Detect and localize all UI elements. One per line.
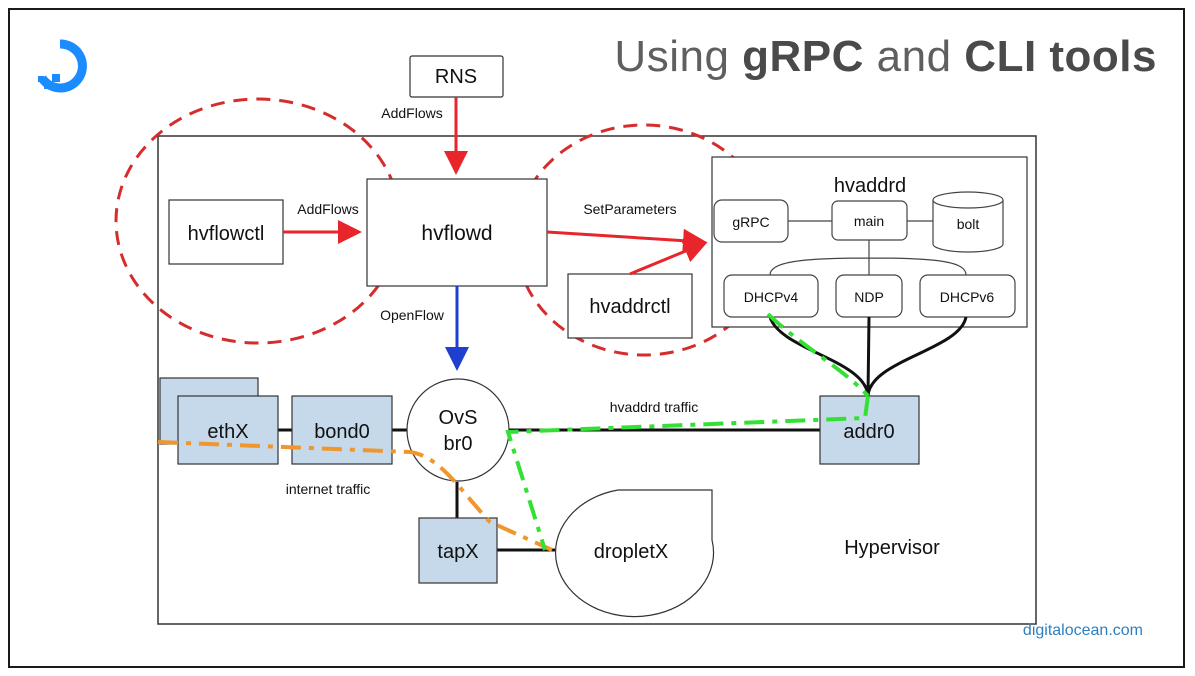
hvflowctl-label: hvflowctl — [188, 223, 265, 245]
hypervisor-label: Hypervisor — [844, 537, 940, 559]
hvaddrd-label: hvaddrd — [834, 175, 906, 197]
edge-label-addflows-left: AddFlows — [297, 201, 358, 217]
bolt-label: bolt — [957, 216, 980, 232]
dhcpv4-label: DHCPv4 — [744, 289, 799, 305]
addr0-box — [819, 395, 920, 465]
main-children-connector — [769, 240, 967, 276]
ovs-br0-node — [406, 378, 510, 482]
ovs-label-line1: OvS — [439, 407, 478, 429]
digitalocean-logo-icon — [38, 39, 87, 93]
hvflowd-box — [366, 178, 548, 287]
internet-traffic-path — [157, 440, 553, 552]
grpc-label: gRPC — [732, 214, 769, 230]
rns-label: RNS — [435, 66, 477, 88]
main-box — [831, 200, 908, 241]
edge-label-addflows-top: AddFlows — [381, 105, 442, 121]
arrow-hvaddrctl-to-grpc — [629, 239, 708, 276]
tapx-label: tapX — [437, 541, 478, 563]
edge-label-openflow: OpenFlow — [380, 307, 445, 323]
bond0-label: bond0 — [314, 421, 370, 443]
title-prefix: Using — [614, 32, 743, 81]
title-cli-tools: CLI tools — [964, 32, 1157, 81]
ovs-label-line2: br0 — [444, 433, 473, 455]
edge-label-setparameters: SetParameters — [583, 201, 676, 217]
bond0-box — [291, 395, 393, 465]
edge-label-internet-traffic: internet traffic — [286, 481, 371, 497]
hypervisor-box — [157, 135, 1037, 625]
bolt-database-icon — [932, 191, 1004, 253]
addr0-label: addr0 — [843, 421, 894, 443]
hvaddrctl-box — [567, 273, 693, 339]
dhcpv6-box — [919, 274, 1016, 318]
footer-url: digitalocean.com — [1022, 622, 1143, 639]
dhcpv6-label: DHCPv6 — [940, 289, 995, 305]
tapx-box — [418, 517, 498, 584]
hvaddrd-traffic-path — [505, 312, 870, 551]
dropletx-shape — [554, 489, 715, 618]
edge-label-hvaddrd-traffic: hvaddrd traffic — [610, 399, 698, 415]
hvaddrctl-label: hvaddrctl — [589, 296, 670, 318]
title-mid: and — [863, 32, 965, 81]
hvflowd-label: hvflowd — [421, 222, 492, 245]
arrow-hvflowd-to-grpc — [546, 228, 707, 253]
slide-title: Using gRPC and CLI tools — [614, 32, 1157, 82]
link-addr0-dhcp-services — [768, 316, 968, 397]
main-label: main — [854, 213, 884, 229]
ethx-label: ethX — [207, 421, 248, 443]
grpc-box — [713, 199, 789, 243]
hvflowctl-box — [168, 199, 284, 265]
ethx-box — [177, 395, 279, 465]
title-grpc: gRPC — [742, 32, 864, 81]
dropletx-label: dropletX — [594, 541, 669, 563]
ndp-label: NDP — [854, 289, 884, 305]
